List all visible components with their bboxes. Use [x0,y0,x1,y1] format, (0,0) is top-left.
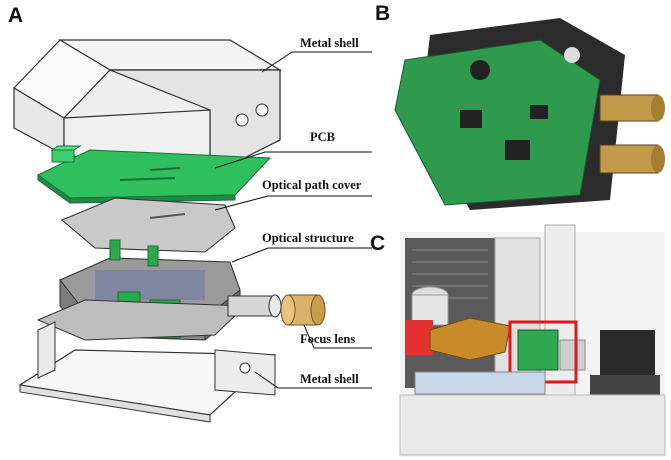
panel-label-b: B [375,2,391,25]
base-plate [36,299,247,341]
panel-label-c: C [370,232,386,255]
label-metal-shell-bottom: Metal shell [300,372,359,386]
callout-leaders [214,51,372,389]
label-optical-structure: Optical structure [262,231,354,245]
panel-label-a: A [8,4,24,27]
label-optical-path-cover: Optical path cover [262,178,362,192]
metal-shell-bottom [18,321,277,423]
lens-barrel [227,294,282,318]
focus-lens [280,294,326,326]
label-metal-shell-top: Metal shell [300,36,359,50]
optical-path-cover [60,197,236,253]
label-pcb: PCB [310,130,335,144]
label-focus-lens: Focus lens [300,332,356,346]
